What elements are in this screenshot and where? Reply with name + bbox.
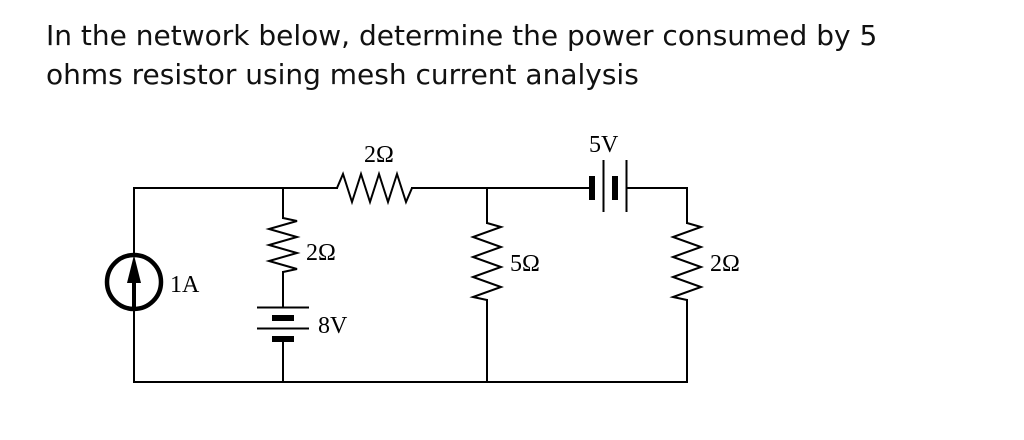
top-battery-symbol [589, 160, 628, 212]
current-source-label: 1A [170, 272, 200, 298]
middle-resistor-symbol [469, 222, 505, 301]
current-direction-arrow-icon [127, 255, 141, 307]
problem-statement: In the network below, determine the powe… [46, 16, 996, 94]
top-battery-label: 5V [589, 132, 619, 158]
left-battery-symbol [257, 306, 309, 342]
top-resistor-label: 2Ω [364, 142, 394, 168]
problem-statement-line2: ohms resistor using mesh current analysi… [46, 58, 639, 91]
left-resistor-symbol [265, 217, 301, 273]
right-resistor-symbol [669, 222, 705, 301]
circuit-wires [133, 187, 688, 383]
current-source-symbol [104, 252, 164, 312]
left-resistor-label: 2Ω [306, 240, 336, 266]
left-battery-label: 8V [318, 313, 348, 339]
problem-statement-line1: In the network below, determine the powe… [46, 19, 878, 52]
right-resistor-label: 2Ω [710, 251, 740, 277]
middle-resistor-label: 5Ω [510, 251, 540, 277]
top-resistor-symbol [336, 170, 413, 206]
